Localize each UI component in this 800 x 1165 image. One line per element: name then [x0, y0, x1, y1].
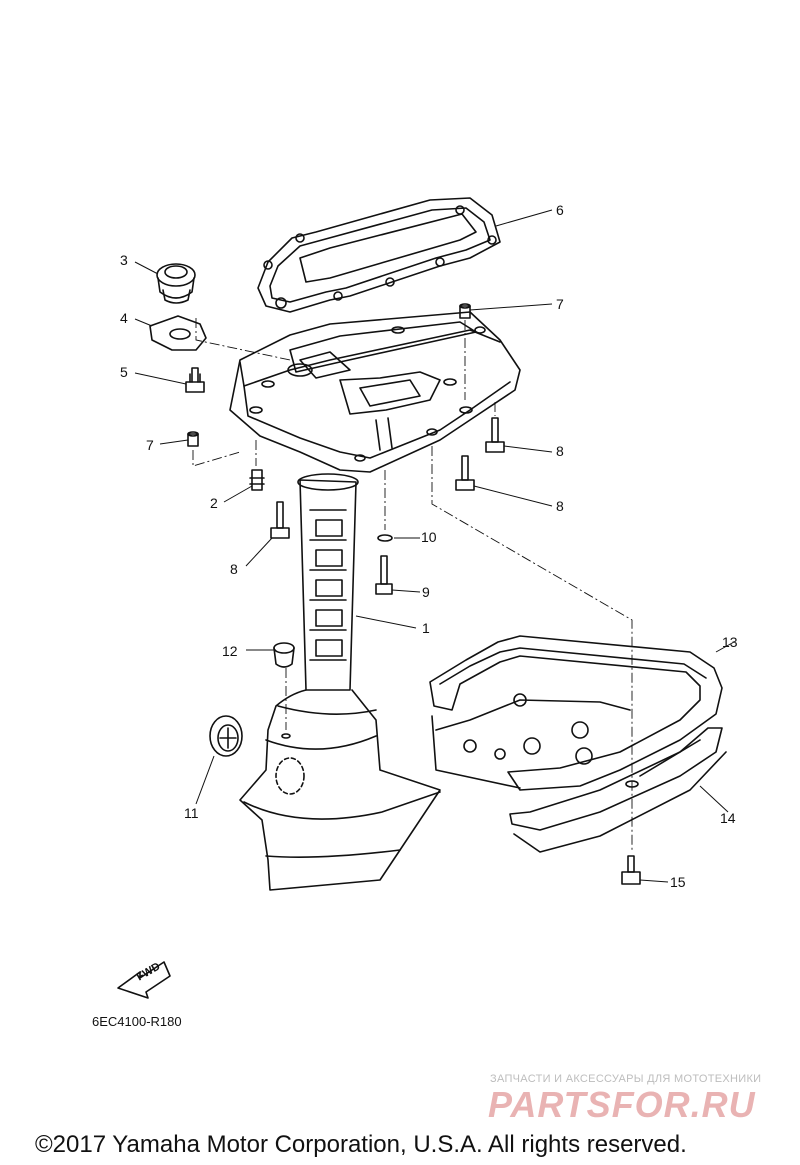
callout-7: 7 — [146, 437, 154, 453]
callout-8: 8 — [556, 443, 564, 459]
bolt-part-8a — [485, 417, 505, 453]
callout-11: 11 — [184, 805, 199, 821]
callout-3: 3 — [120, 252, 128, 268]
bolt-part-9 — [375, 555, 393, 595]
dowel-part-7a — [459, 303, 471, 319]
callout-14: 14 — [720, 810, 736, 826]
callout-8: 8 — [230, 561, 238, 577]
callout-12: 12 — [222, 643, 238, 659]
callout-15: 15 — [670, 874, 686, 890]
callout-8: 8 — [556, 498, 564, 514]
callout-1: 1 — [422, 620, 430, 636]
leader-lines — [134, 209, 735, 883]
callout-6: 6 — [556, 202, 564, 218]
washer-part-10 — [377, 534, 393, 542]
bracket-part-14 — [509, 727, 727, 853]
grommet-part-11 — [209, 715, 243, 757]
gasket-part-6 — [257, 197, 501, 313]
bolt-part-15 — [621, 855, 641, 885]
bolt-part-8c — [270, 501, 290, 539]
handle-part-13 — [429, 635, 723, 791]
diagram-code: 6EC4100-R180 — [92, 1014, 182, 1029]
fwd-arrow-icon — [117, 961, 171, 999]
bolt-part-8b — [455, 455, 475, 491]
callout-13: 13 — [722, 634, 738, 650]
alignment-lines — [192, 318, 633, 850]
callout-10: 10 — [421, 529, 437, 545]
copyright-notice: ©2017 Yamaha Motor Corporation, U.S.A. A… — [35, 1131, 687, 1158]
callout-4: 4 — [120, 310, 128, 326]
watermark-brand: PARTSFOR.RU — [488, 1084, 756, 1125]
drive-shaft-housing-part-1 — [239, 473, 441, 891]
dowel-part-7b — [187, 431, 199, 447]
callout-7: 7 — [556, 296, 564, 312]
upper-casing — [229, 311, 521, 473]
grommet-part-3 — [156, 263, 196, 304]
bolt-part-5 — [185, 367, 205, 393]
callout-5: 5 — [120, 364, 128, 380]
callout-9: 9 — [422, 584, 430, 600]
plug-part-12 — [273, 642, 295, 668]
watermark-tagline: ЗАПЧАСТИ И АКСЕССУАРЫ ДЛЯ МОТОТЕХНИКИ — [490, 1073, 762, 1085]
plate-part-4 — [149, 315, 207, 351]
nipple-part-2 — [249, 469, 265, 491]
callout-2: 2 — [210, 495, 218, 511]
